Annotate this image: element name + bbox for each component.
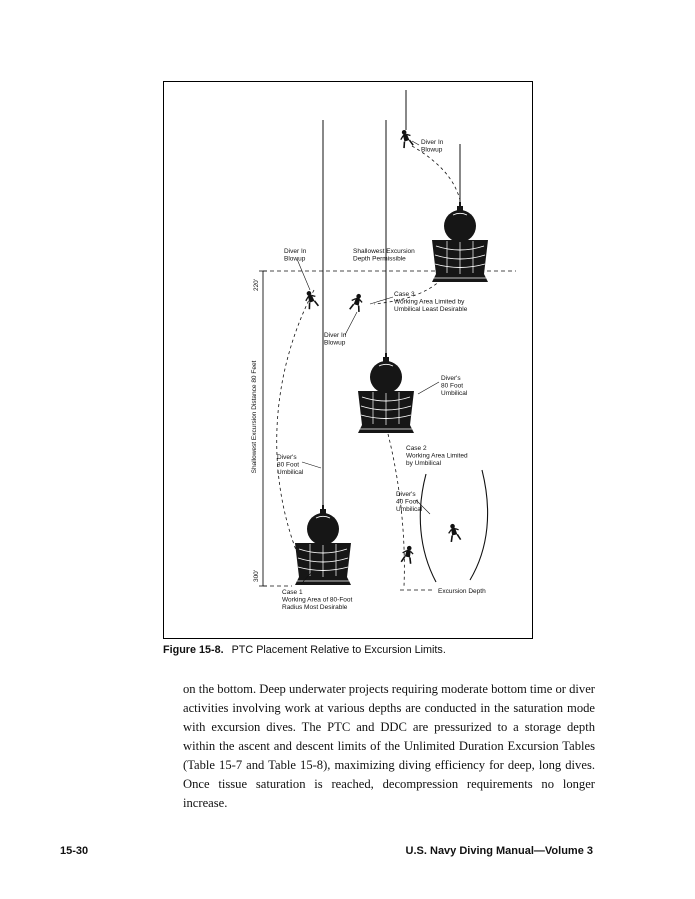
label-diver-blowup-top: Diver In Blowup <box>421 139 445 154</box>
excursion-arcs <box>276 145 461 587</box>
leader-lines <box>296 140 440 585</box>
label-excursion-depth: Excursion Depth <box>438 588 486 595</box>
diver-figure-top <box>397 127 415 150</box>
label-diver-blowup-left: Diver In Blowup <box>284 248 308 263</box>
label-shallowest-permissible: Shallowest Excursion Depth Permissible <box>353 248 417 263</box>
ptc-bell-case3 <box>431 201 489 283</box>
label-depth-300: 300' <box>253 570 260 582</box>
diver-figure-mid <box>348 291 365 313</box>
footer-manual-title: U.S. Navy Diving Manual—Volume 3 <box>405 845 593 857</box>
figure-box: Diver In Blowup Diver In Blowup Shallowe… <box>163 81 533 639</box>
label-diver-blowup-mid: Diver In Blowup <box>324 332 348 347</box>
figure-caption-text: PTC Placement Relative to Excursion Limi… <box>231 644 446 656</box>
figure-caption: Figure 15-8. PTC Placement Relative to Ex… <box>163 644 563 656</box>
depth-axis <box>259 270 267 587</box>
label-case3: Case 3 Working Area Limited by Umbilical… <box>394 291 468 313</box>
diver-figure-bottom-left <box>399 543 416 565</box>
label-depth-220: 220' <box>253 279 260 291</box>
ptc-bell-case2 <box>357 352 415 434</box>
label-umbilical-80-right: Diver's 80 Foot Umbilical <box>441 375 468 397</box>
footer-page-number: 15-30 <box>60 845 89 857</box>
diver-figure-bottom-right <box>445 521 462 543</box>
label-umbilical-80-left: Diver's 80 Foot Umbilical <box>277 454 304 476</box>
figure-caption-label: Figure 15-8. <box>163 644 224 656</box>
label-umbilical-40: Diver's 40 Foot Umbilical <box>396 491 423 513</box>
label-case1: Case 1 Working Area of 80-Foot Radius Mo… <box>282 589 354 611</box>
label-axis: Shallowest Excursion Distance 80 Feet <box>251 360 258 473</box>
figure-diagram: Diver In Blowup Diver In Blowup Shallowe… <box>251 90 516 611</box>
umbilical-lines <box>322 90 461 505</box>
label-case2: Case 2 Working Area Limited by Umbilical <box>406 445 469 467</box>
body-paragraph: on the bottom. Deep underwater projects … <box>183 682 595 810</box>
diver-figure-left <box>302 288 320 311</box>
ptc-bell-case1 <box>294 504 352 586</box>
umbilical-hooks <box>419 469 489 583</box>
